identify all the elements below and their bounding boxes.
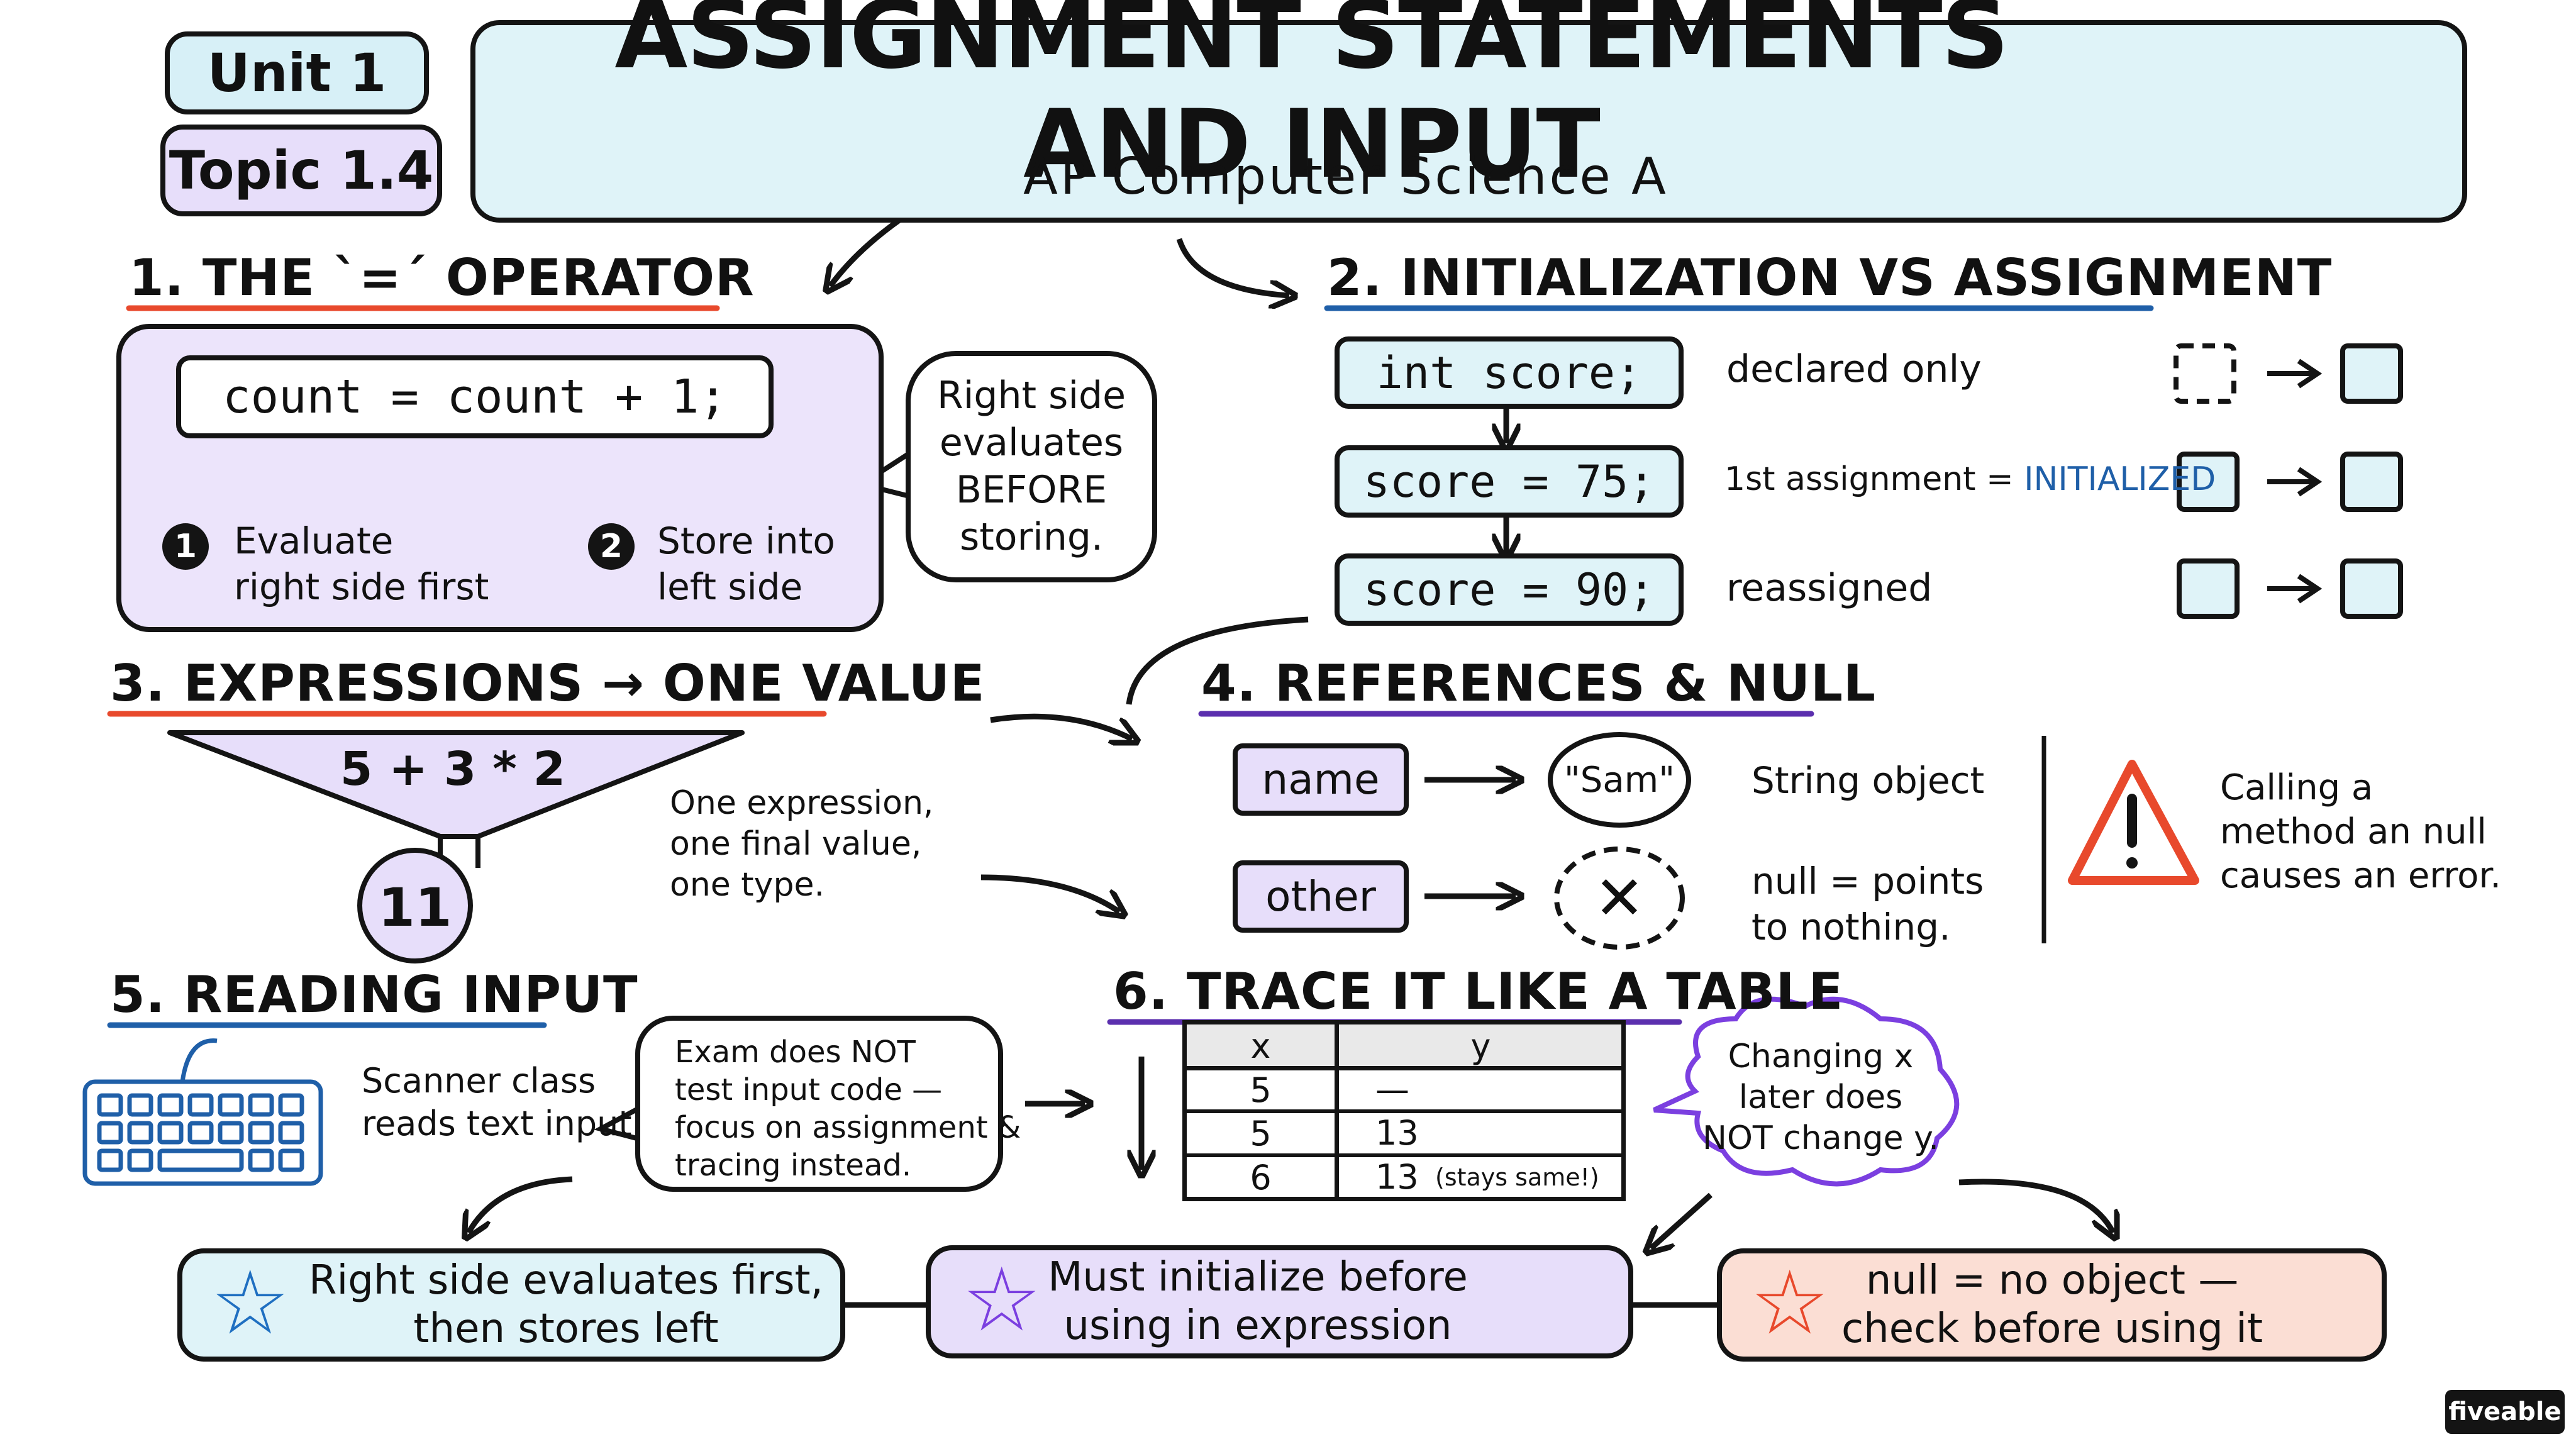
cloud-text: Changing x later does NOT change y. [1702,1037,1939,1157]
trace-cell: 13 [1375,1157,1419,1197]
page-title: ASSIGNMENT STATEMENTS AND INPUT [614,0,2009,199]
keyboard-key [187,1093,214,1117]
init-label-1: declared only [1726,347,1982,391]
section-5-heading: 5. READING INPUT [110,965,638,1024]
keyboard-key [157,1093,184,1117]
arrow-to-s2 [1176,238,1289,296]
summary-text-1: Right side evaluates first, then stores … [309,1257,823,1352]
ref-desc-name: String object [1752,759,1985,802]
init-label-2-text: 1st assignment = [1724,460,2024,498]
arrow-to-s1 [830,218,901,286]
keyboard-key [127,1148,153,1172]
ref-desc-other: null = points to nothing. [1752,860,1984,948]
section-2-heading: 2. INITIALIZATION VS ASSIGNMENT [1327,248,2333,307]
ref-target-sam: "Sam" [1564,759,1675,801]
unit-tag: Unit 1 [165,31,429,114]
step-1-number: 1 [162,523,209,570]
star-icon: ☆ [211,1252,290,1355]
ref-var-other: other [1233,860,1409,933]
keyboard-key [97,1121,123,1145]
step-2-text: Store into left side [657,519,835,608]
operator-bubble: Right side evaluates BEFORE storing. [906,351,1157,582]
operator-code: count = count + 1; [176,355,774,438]
init-code-2: score = 75; [1335,445,1684,518]
initialized-highlight: INITIALIZED [2024,460,2216,498]
keyboard-key [278,1121,304,1145]
warning-icon [2068,760,2199,885]
step-1-text: Evaluate right side first [234,519,489,608]
summary-text-2: Must initialize before using in expressi… [1048,1254,1468,1349]
init-code-1: int score; [1335,336,1684,409]
trace-cell: 13 [1375,1113,1419,1153]
keyboard-key [248,1093,274,1117]
expression-text: 5 + 3 * 2 [340,741,566,796]
keyboard-key [248,1121,274,1145]
keyboard-key [218,1121,244,1145]
init-label-2: 1st assignment = INITIALIZED [1724,459,2216,500]
null-x-icon: ✕ [1594,862,1645,933]
keyboard-spacebar [157,1148,244,1172]
trace-cell: 6 [1250,1157,1272,1197]
expression-note: One expression, one final value, one typ… [670,784,934,904]
page-subtitle: AP Computer Science A [1023,147,1668,206]
null-warning-text: Calling a method an null causes an error… [2220,767,2502,896]
keyboard-key [187,1121,214,1145]
keyboard-key [127,1121,153,1145]
init-code-3: score = 90; [1335,553,1684,626]
keyboard-icon [82,1038,323,1186]
init-label-3: reassigned [1726,566,1933,610]
star-icon: ☆ [962,1249,1041,1352]
scanner-desc: Scanner class reads text input [362,1061,632,1143]
keyboard-key [278,1093,304,1117]
section-1-heading: 1. THE `=´ OPERATOR [129,248,755,307]
keyboard-key [248,1148,274,1172]
keyboard-key [218,1093,244,1117]
summary-text-3: null = no object — check before using it [1841,1257,2263,1352]
trace-header-y: y [1470,1026,1491,1066]
thought-cloud [1653,996,1960,1187]
section-6-heading: 6. TRACE IT LIKE A TABLE [1113,962,1844,1021]
keyboard-key [97,1093,123,1117]
summary-card-3: ☆ null = no object — check before using … [1717,1248,2387,1362]
ref-var-name: name [1233,743,1409,816]
topic-tag: Topic 1.4 [160,125,442,216]
summary-card-1: ☆ Right side evaluates first, then store… [177,1248,845,1362]
trace-table: x y 5 — 5 13 6 13 (stays same!) [1182,1020,1626,1201]
expression-result: 11 [378,877,452,938]
keyboard-key [127,1093,153,1117]
trace-header-x: x [1250,1026,1271,1066]
star-icon: ☆ [1750,1252,1829,1355]
state-icons [2174,343,2403,619]
keyboard-key [157,1121,184,1145]
input-bubble: Exam does NOT test input code — focus on… [635,1016,1021,1192]
section-3-heading: 3. EXPRESSIONS → ONE VALUE [110,654,985,713]
step-2-number: 2 [588,523,635,570]
section-4-heading: 4. REFERENCES & NULL [1201,654,1876,713]
keyboard-key [97,1148,123,1172]
summary-card-2: ☆ Must initialize before using in expres… [926,1245,1633,1358]
trace-cell: 5 [1250,1070,1272,1110]
keyboard-key [278,1148,304,1172]
title-banner [470,20,2467,223]
brand-logo: fiveable [2445,1390,2565,1434]
trace-note: (stays same!) [1435,1163,1599,1191]
trace-cell: 5 [1250,1113,1272,1153]
trace-cell: — [1375,1070,1409,1109]
funnel-icon [167,730,745,963]
